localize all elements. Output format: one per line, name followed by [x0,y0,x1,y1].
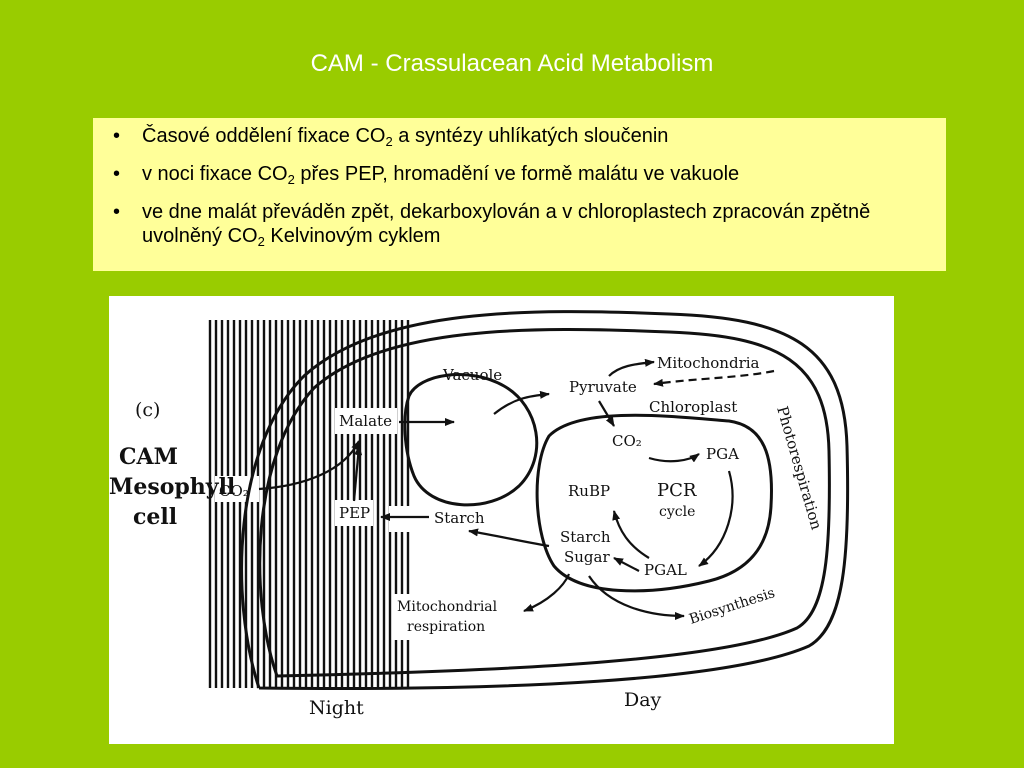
bullet-text-part: a syntézy uhlíkatých sloučenin [392,125,669,147]
bullet-list: • Časové oddělení fixace CO2 a syntézy u… [93,118,946,271]
arrow-pga-to-pgal [698,470,734,567]
bullet-item: • v noci fixace CO2 přes PEP, hromadění … [103,162,936,186]
starch-sugar-label-1: Starch [560,528,611,546]
bullet-text-part: přes PEP, hromadění ve formě malátu ve v… [294,163,740,185]
pyruvate-label: Pyruvate [569,378,637,396]
photorespiration-dashed [653,369,775,387]
arrow-sugar-to-biosynthesis [588,575,685,620]
bullet-text: Časové oddělení fixace CO2 a syntézy uhl… [142,124,936,148]
subscript: 2 [257,234,265,249]
bullet-item: • ve dne malát převáděn zpět, dekarboxyl… [103,200,936,248]
cycle-label: cycle [659,504,695,520]
arrow-sugar-to-mito-resp [523,573,571,613]
starch-label-bg [389,506,459,532]
bullet-marker: • [113,201,121,223]
mito-resp-label-1: Mitochondrial [397,599,498,615]
night-stripes [208,320,410,688]
bullet-text-part: Kelvinovým cyklem [264,225,441,247]
cell-wall-inner [258,328,831,678]
malate-label: Malate [339,412,392,430]
co2-in-label: CO₂ [219,482,249,500]
cell-label-cell: cell [133,504,177,530]
arrow-co2-to-malate [258,440,360,491]
photorespiration-label: Photorespiration [773,404,826,532]
day-label: Day [624,689,662,711]
cell-wall-outer [240,310,850,690]
cam-diagram-svg: (c) CAM Mesophyll cell CO₂ Malate PEP Va… [109,310,850,719]
bullet-text-part: Časové oddělení fixace CO [142,125,386,147]
cell-label-cam: CAM [119,444,178,470]
vacuole-label: Vacuole [442,366,502,384]
vacuole-outline [403,373,539,507]
slide-title: CAM - Crassulacean Acid Metabolism [310,50,714,77]
chloroplast-outline [535,413,773,593]
bullet-item: • Časové oddělení fixace CO2 a syntézy u… [103,124,936,148]
mitochondria-label: Mitochondria [657,354,760,372]
mito-resp-label-bg [393,594,511,640]
co2-chloro-label: CO₂ [612,432,642,450]
arrow-vacuole-to-pyruvate [493,390,550,415]
night-label: Night [309,697,364,719]
pga-label: PGA [706,445,739,463]
pgal-label: PGAL [644,561,687,579]
pep-label: PEP [339,504,370,522]
bullet-text: v noci fixace CO2 přes PEP, hromadění ve… [142,162,936,186]
arrow-pyruvate-to-mitochondria [608,358,655,377]
arrow-co2-to-pga [648,453,700,463]
bullet-marker: • [113,163,121,185]
subscript: 2 [287,172,295,187]
bullet-marker: • [113,125,121,147]
arrow-pgal-to-starch-sugar [613,557,640,572]
bullet-text-part: v noci fixace CO [142,163,288,185]
biosynthesis-label: Biosynthesis [687,585,777,628]
panel-label: (c) [135,399,160,421]
arrow-pyruvate-to-co2 [598,400,615,427]
arrow-pgal-to-rubp [612,510,650,559]
starch-night-label: Starch [434,509,485,527]
cam-diagram: (c) CAM Mesophyll cell CO₂ Malate PEP Va… [109,296,894,744]
chloroplast-label: Chloroplast [649,398,737,416]
arrow-pep-to-malate [352,445,363,502]
pep-label-bg [335,500,373,526]
bullet-text: ve dne malát převáděn zpět, dekarboxylov… [142,200,936,248]
bullet-text-part: ve dne malát převáděn zpět, dekarboxylov… [142,201,871,247]
mito-resp-label-2: respiration [407,619,485,635]
rubp-label: RuBP [568,482,610,500]
subscript: 2 [385,134,393,149]
cell-label-mesophyll: Mesophyll [109,474,235,500]
malate-label-bg [335,408,397,434]
arrow-starch-sugar-to-starch [468,528,550,548]
starch-sugar-label-2: Sugar [564,548,610,566]
pcr-label: PCR [657,480,697,501]
